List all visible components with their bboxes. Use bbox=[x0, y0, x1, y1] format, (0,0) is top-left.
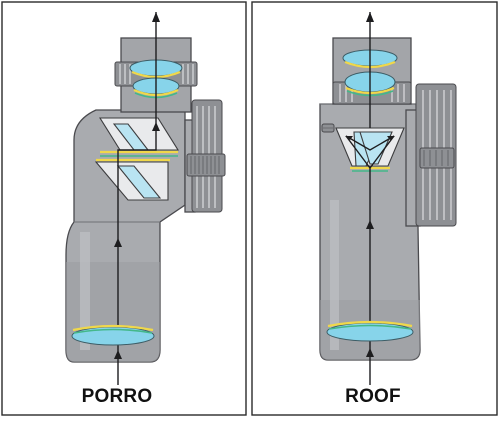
roof-label: ROOF bbox=[345, 386, 401, 407]
porro-focus-knob[interactable] bbox=[184, 99, 226, 213]
roof-body-highlight bbox=[330, 200, 339, 350]
roof-lanyard-loop bbox=[321, 123, 335, 133]
porro-objective-lens bbox=[71, 324, 155, 346]
roof-objective-lens bbox=[326, 320, 414, 342]
porro-panel: PORRO bbox=[1, 1, 247, 416]
porro-light-path bbox=[114, 12, 160, 385]
porro-label: PORRO bbox=[82, 386, 153, 407]
porro-eyepiece-knurling bbox=[119, 64, 194, 84]
roof-light-path bbox=[345, 12, 395, 385]
porro-body-highlight bbox=[80, 232, 90, 350]
roof-prism bbox=[335, 127, 405, 172]
porro-prism-lower bbox=[94, 158, 170, 201]
roof-panel: ROOF bbox=[251, 1, 498, 416]
roof-focus-knob[interactable] bbox=[405, 83, 457, 227]
